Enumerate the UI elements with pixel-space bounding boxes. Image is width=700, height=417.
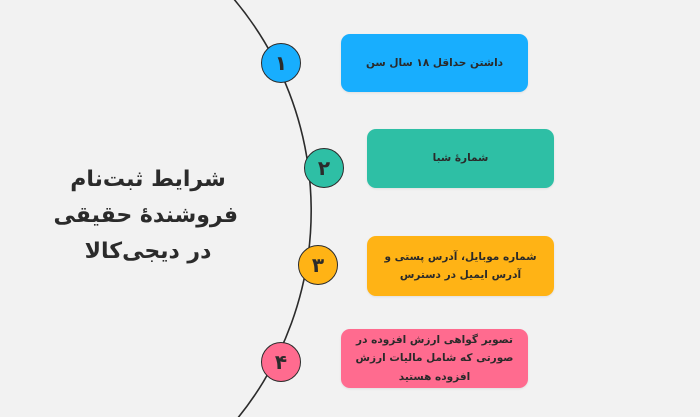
step-1-card: داشتن حداقل ۱۸ سال سن <box>341 34 528 92</box>
step-2-number: ۲ <box>317 156 331 180</box>
step-3-number-badge: ۳ <box>298 245 338 285</box>
step-4-number: ۴ <box>274 350 288 374</box>
step-2-number-badge: ۲ <box>304 148 344 188</box>
step-1-text: داشتن حداقل ۱۸ سال سن <box>365 56 504 69</box>
title-line-2: فروشندهٔ حقیقی <box>53 203 239 228</box>
title-line-1: شرایط ثبت‌نام <box>70 167 226 192</box>
step-1-number: ۱ <box>274 51 288 75</box>
step-3-text: شماره موبایل، آدرس پستی و آدرس ایمیل در … <box>384 250 537 281</box>
title-line-3: در دیجی‌کالا <box>84 239 212 264</box>
step-3-card: شماره موبایل، آدرس پستی و آدرس ایمیل در … <box>367 236 554 296</box>
step-4-text: تصویر گواهی ارزش افزوده در صورتی که شامل… <box>355 333 514 383</box>
step-2-text: شمارهٔ شبا <box>432 152 489 165</box>
step-4-number-badge: ۴ <box>261 342 301 382</box>
step-4-card: تصویر گواهی ارزش افزوده در صورتی که شامل… <box>341 329 528 388</box>
step-2-card: شمارهٔ شبا <box>367 129 554 188</box>
step-1-number-badge: ۱ <box>261 43 301 83</box>
page-title: شرایط ثبت‌نام فروشندهٔ حقیقی در دیجی‌کال… <box>53 162 239 270</box>
step-3-number: ۳ <box>311 253 325 277</box>
